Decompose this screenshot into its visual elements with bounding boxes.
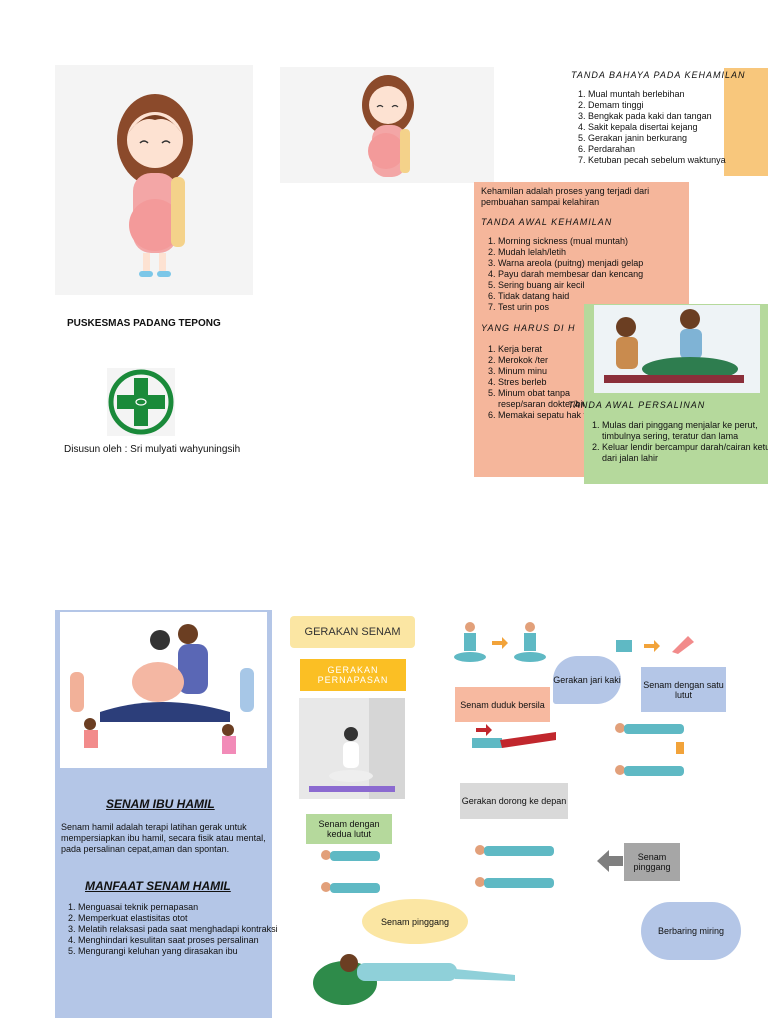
avoid-title: YANG HARUS DI H — [481, 323, 576, 333]
labor-title: TANDA AWAL PERSALINAN — [568, 400, 706, 410]
push-text: Gerakan dorong ke depan — [461, 796, 567, 806]
list-item: Gerakan janin berkurang — [588, 133, 768, 144]
hip-figures — [472, 840, 582, 895]
hip1-label: Senam pinggang — [624, 843, 680, 881]
list-item: Test urin pos — [498, 302, 708, 313]
puskesmas-logo — [107, 368, 175, 436]
exercise-banner: GERAKAN SENAM — [290, 616, 415, 648]
two-knees-figures — [320, 845, 400, 903]
sit-cross-figures — [450, 617, 550, 669]
list-item: Mudah lelah/letih — [498, 247, 708, 258]
list-item: Mengurangi keluhan yang dirasakan ibu — [78, 946, 286, 957]
side-lying-label: Berbaring miring — [641, 902, 741, 960]
list-item: Kerja berat — [498, 344, 618, 355]
list-item: Menghindari kesulitan saat proses persal… — [78, 935, 286, 946]
sit-cross-text: Senam duduk bersila — [460, 699, 545, 710]
toe-figures — [612, 630, 702, 660]
pregnancy-intro: Kehamilan adalah proses yang terjadi dar… — [481, 186, 650, 207]
push-forward-label: Gerakan dorong ke depan — [460, 783, 568, 819]
list-item: Ketuban pecah sebelum waktunya — [588, 155, 768, 166]
lying-leg-figure — [470, 724, 560, 760]
list-item: Mual muntah berlebihan — [588, 89, 768, 100]
midwife-illustration — [594, 305, 760, 393]
hip1-arrow-icon — [597, 850, 623, 872]
list-item: Perdarahan — [588, 144, 768, 155]
side-text: Berbaring miring — [657, 926, 725, 936]
list-item: Keluar lendir bercampur darah/cairan ket… — [602, 442, 768, 464]
list-item: Morning sickness (mual muntah) — [498, 236, 708, 247]
list-item: Sakit kepala disertai kejang — [588, 122, 768, 133]
two-knees-text: Senam dengan kedua lutut — [318, 819, 380, 839]
senam-title: SENAM IBU HAMIL — [106, 797, 215, 811]
list-item: Minum obat tanpa resep/saran dokter/bida… — [498, 388, 618, 410]
toe-text: Gerakan jari kaki — [553, 675, 621, 685]
exercise-banner-label: GERAKAN SENAM — [304, 626, 401, 638]
breathing-photo — [299, 698, 405, 799]
toe-movement-label: Gerakan jari kaki — [553, 656, 621, 704]
hip2-label: Senam pinggang — [362, 899, 468, 944]
one-knee-figures — [610, 718, 700, 793]
author-credit: Disusun oleh : Sri mulyati wahyuningsih — [64, 444, 241, 455]
danger-title: TANDA BAHAYA PADA KEHAMILAN — [571, 70, 746, 80]
list-item: Memakai sepatu hak tinggi — [498, 410, 618, 421]
one-knee-text: Senam dengan satu lutut — [643, 679, 724, 700]
list-item: Memperkuat elastisitas otot — [78, 913, 286, 924]
pregnant-woman-illustration-small — [280, 67, 494, 183]
breathing-label: GERAKAN PERNAPASAN — [300, 659, 406, 691]
list-item: Minum minu — [498, 366, 618, 377]
family-illustration — [60, 612, 267, 768]
list-item: Melatih relaksasi pada saat menghadapi k… — [78, 924, 286, 935]
benefit-title: MANFAAT SENAM HAMIL — [85, 879, 231, 893]
benefit-list: Menguasai teknik pernapasan Memperkuat e… — [56, 902, 286, 957]
list-item: Menguasai teknik pernapasan — [78, 902, 286, 913]
labor-list: Mulas dari pinggang menjalar ke perut, t… — [580, 420, 768, 464]
list-item: Mulas dari pinggang menjalar ke perut, t… — [602, 420, 768, 442]
early-signs-list: Morning sickness (mual muntah) Mudah lel… — [476, 236, 708, 313]
two-knees-label: Senam dengan kedua lutut — [306, 814, 392, 844]
orange-accent-box — [724, 68, 768, 176]
breathing-text: GERAKAN PERNAPASAN — [317, 665, 389, 685]
list-item: Bengkak pada kaki dan tangan — [588, 111, 768, 122]
senam-description: Senam hamil adalah terapi latihan gerak … — [61, 822, 266, 854]
list-item: Merokok /ter — [498, 355, 618, 366]
pregnant-woman-illustration — [55, 65, 253, 295]
list-item: Warna areola (puitng) menjadi gelap — [498, 258, 708, 269]
list-item: Payu darah membesar dan kencang — [498, 269, 708, 280]
sit-cross-label: Senam duduk bersila — [455, 687, 550, 722]
list-item: Sering buang air kecil — [498, 280, 708, 291]
list-item: Stres berleb — [498, 377, 618, 388]
list-item: Demam tinggi — [588, 100, 768, 111]
list-item: Tidak datang haid — [498, 291, 708, 302]
clinic-name: PUSKESMAS PADANG TEPONG — [67, 318, 221, 329]
side-lying-figure — [305, 945, 520, 1015]
hip1-text: Senam pinggang — [633, 852, 671, 872]
avoid-list: Kerja berat Merokok /ter Minum minu Stre… — [476, 344, 618, 421]
hip2-text: Senam pinggang — [380, 916, 450, 927]
early-signs-title: TANDA AWAL KEHAMILAN — [481, 217, 613, 227]
one-knee-label: Senam dengan satu lutut — [641, 667, 726, 712]
danger-list: Mual muntah berlebihan Demam tinggi Beng… — [566, 89, 768, 166]
